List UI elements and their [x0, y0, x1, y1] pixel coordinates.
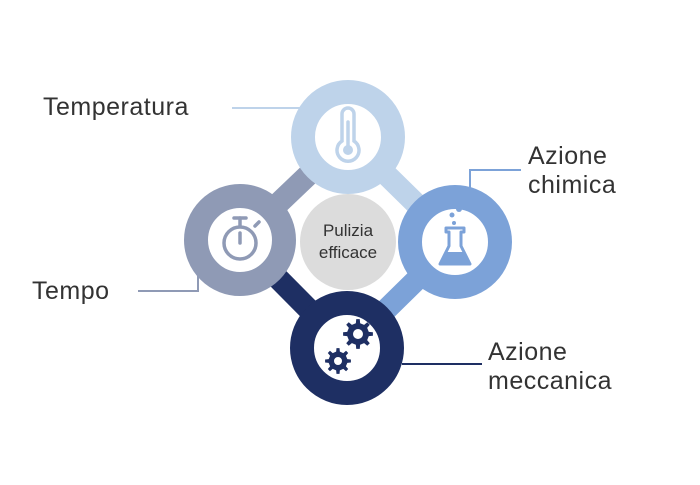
center-label-line1: Pulizia [322, 221, 374, 240]
center-label: Pulizia efficace [300, 220, 396, 264]
time-node [184, 184, 296, 296]
time-label: Tempo [32, 277, 110, 305]
flask-icon [438, 206, 472, 266]
leader-line-time [138, 276, 199, 292]
center-label-line2: efficace [318, 243, 378, 262]
temperature-label: Temperatura [43, 93, 189, 121]
mechanical-label: Azione meccanica [488, 338, 612, 396]
mechanical-node [290, 291, 404, 405]
leader-line-chemical [469, 169, 521, 188]
gears-icon [325, 319, 373, 374]
chemical-label-line1: Azione [528, 142, 608, 170]
stopwatch-icon [222, 216, 261, 261]
chemical-label: Azione chimica [528, 142, 616, 200]
temperature-node [291, 80, 405, 194]
chemical-node [398, 185, 512, 299]
mechanical-label-line1: Azione [488, 338, 568, 366]
center-circle [300, 194, 396, 290]
thermometer-icon [335, 106, 361, 163]
chemical-label-line2: chimica [528, 171, 617, 199]
mechanical-label-line2: meccanica [488, 367, 612, 395]
